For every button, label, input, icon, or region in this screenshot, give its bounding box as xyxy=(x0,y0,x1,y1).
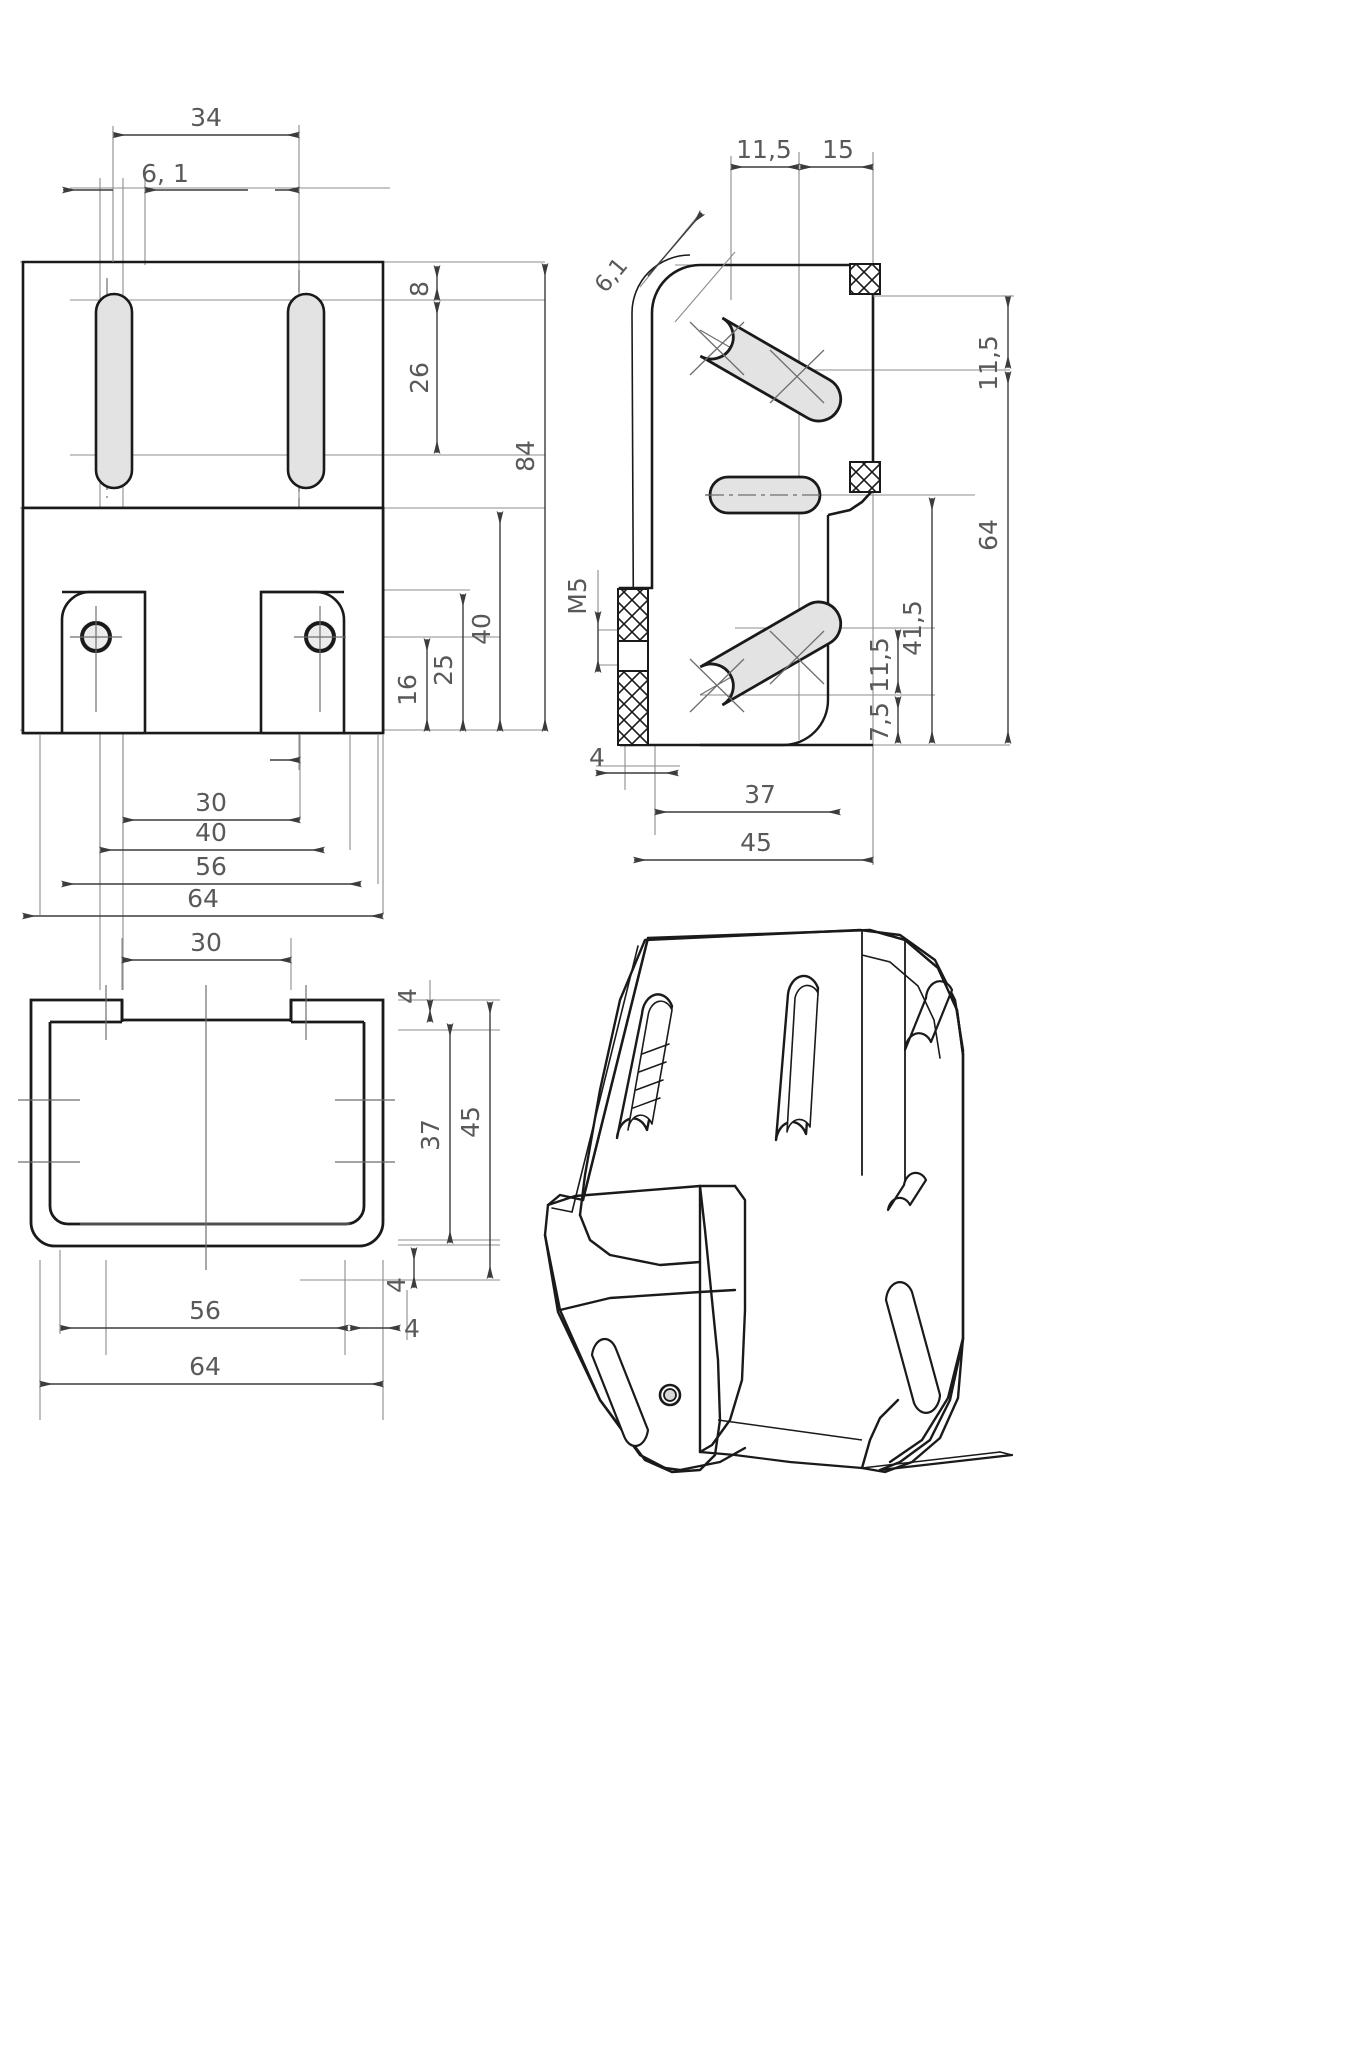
dim-bottom-4-top-text: 4 xyxy=(393,988,422,1004)
dim-bottom-37: 37 xyxy=(416,1023,454,1244)
bottom-view-centre-lines xyxy=(18,985,395,1270)
dim-front-16-text: 16 xyxy=(393,674,422,706)
dim-front-56-text: 56 xyxy=(195,852,227,881)
dim-side-7-5-text: 7,5 xyxy=(865,702,894,742)
dim-bottom-64: 64 xyxy=(39,1352,384,1388)
dim-front-6-1: 6, 1 xyxy=(62,159,300,194)
dim-front-25: 25 xyxy=(429,593,467,732)
dim-side-11-5-lower-text: 11,5 xyxy=(865,637,894,693)
dim-bottom-45-text: 45 xyxy=(456,1106,485,1138)
dim-bottom-4-top: 4 xyxy=(393,980,434,1023)
front-view-hole-right xyxy=(294,606,346,712)
dim-bottom-45: 45 xyxy=(456,1001,494,1279)
dim-bottom-4-right: 4 xyxy=(349,1314,420,1343)
dim-front-8: 8 xyxy=(405,265,441,301)
dim-bottom-30: 30 xyxy=(121,928,292,964)
dim-front-84: 84 xyxy=(511,263,549,732)
dim-side-7-5: 7,5 xyxy=(865,696,902,744)
dim-side-45: 45 xyxy=(633,828,874,864)
dim-side-4: 4 xyxy=(589,743,679,777)
front-view-slot-left xyxy=(94,292,134,490)
dim-front-6-1-text: 6, 1 xyxy=(141,159,189,188)
dim-bottom-64-text: 64 xyxy=(189,1352,221,1381)
dim-side-15-text: 15 xyxy=(822,135,854,164)
dim-front-34: 34 xyxy=(112,103,300,262)
side-view-slot-middle xyxy=(706,475,822,515)
dim-side-15: 15 xyxy=(799,135,874,171)
front-view-slot-right xyxy=(286,292,326,490)
dim-front-40v: 40 xyxy=(467,511,504,732)
dim-bottom-4-bottom-text: 4 xyxy=(382,1277,411,1293)
dim-side-41-5: 41,5 xyxy=(898,497,936,744)
dim-front-40h-text: 40 xyxy=(195,818,227,847)
dim-side-11-5-right-text: 11,5 xyxy=(974,335,1003,391)
dim-front-16: 16 xyxy=(393,638,431,732)
dim-side-4-text: 4 xyxy=(589,743,605,772)
bottom-view-refined xyxy=(18,990,398,1260)
dim-bottom-4-bottom: 4 xyxy=(382,1247,418,1293)
side-view-slot-upper-crosshair xyxy=(689,321,825,404)
side-view-section-hatch xyxy=(617,263,881,746)
dim-front-56: 56 xyxy=(61,852,362,888)
dim-side-11-5-top: 11,5 xyxy=(730,135,800,171)
dim-front-30-text: 30 xyxy=(195,788,227,817)
dim-front-64: 64 xyxy=(22,884,384,920)
dim-front-26-text: 26 xyxy=(405,362,434,394)
dim-bottom-37-text: 37 xyxy=(416,1119,445,1151)
dim-bottom-56-text: 56 xyxy=(189,1296,221,1325)
dim-bottom-4-right-text: 4 xyxy=(404,1314,420,1343)
iso-slot1-hatch xyxy=(632,1043,670,1109)
dim-front-40h: 40 xyxy=(99,818,325,854)
dim-side-M5-text: M5 xyxy=(563,577,592,614)
dim-front-8-text: 8 xyxy=(405,281,434,297)
dim-side-11-5-lower: 11,5 xyxy=(865,629,902,694)
side-view-slot-lower-crosshair xyxy=(689,630,825,713)
side-view-slot-upper xyxy=(699,316,843,423)
side-view: 11,5 15 6,1 M5 11,5 64 xyxy=(563,135,1014,865)
dim-bottom-56: 56 xyxy=(59,1250,349,1334)
dim-front-34-text: 34 xyxy=(190,103,222,132)
dim-front-30: 30 xyxy=(122,788,301,824)
dim-side-45-text: 45 xyxy=(740,828,772,857)
dim-side-64-text: 64 xyxy=(974,519,1003,551)
bottom-view: 30 4 37 45 4 4 56 xyxy=(18,928,500,1420)
dim-side-11-5-right: 11,5 xyxy=(873,295,1014,391)
dim-side-37: 37 xyxy=(654,780,841,816)
front-view-hole-left xyxy=(70,606,122,712)
isometric-view xyxy=(543,928,1014,1474)
dim-bottom-30-text: 30 xyxy=(190,928,222,957)
dim-front-25-text: 25 xyxy=(429,654,458,686)
front-view: 34 6, 1 8 26 84 40 xyxy=(20,103,549,1176)
dim-side-64: 64 xyxy=(974,371,1012,744)
isometric-lower-flange xyxy=(699,1419,863,1470)
dim-front-40v-text: 40 xyxy=(467,613,496,645)
dim-side-11-5-top-text: 11,5 xyxy=(736,135,792,164)
dim-front-84-text: 84 xyxy=(511,440,540,472)
dim-front-26: 26 xyxy=(405,301,441,454)
dim-front-64-text: 64 xyxy=(187,884,219,913)
front-view-pockets xyxy=(21,506,385,735)
side-view-slot-lower xyxy=(699,600,843,707)
dim-side-41-5-text: 41,5 xyxy=(898,600,927,656)
dim-side-37-text: 37 xyxy=(744,780,776,809)
dim-side-M5: M5 xyxy=(563,570,602,673)
